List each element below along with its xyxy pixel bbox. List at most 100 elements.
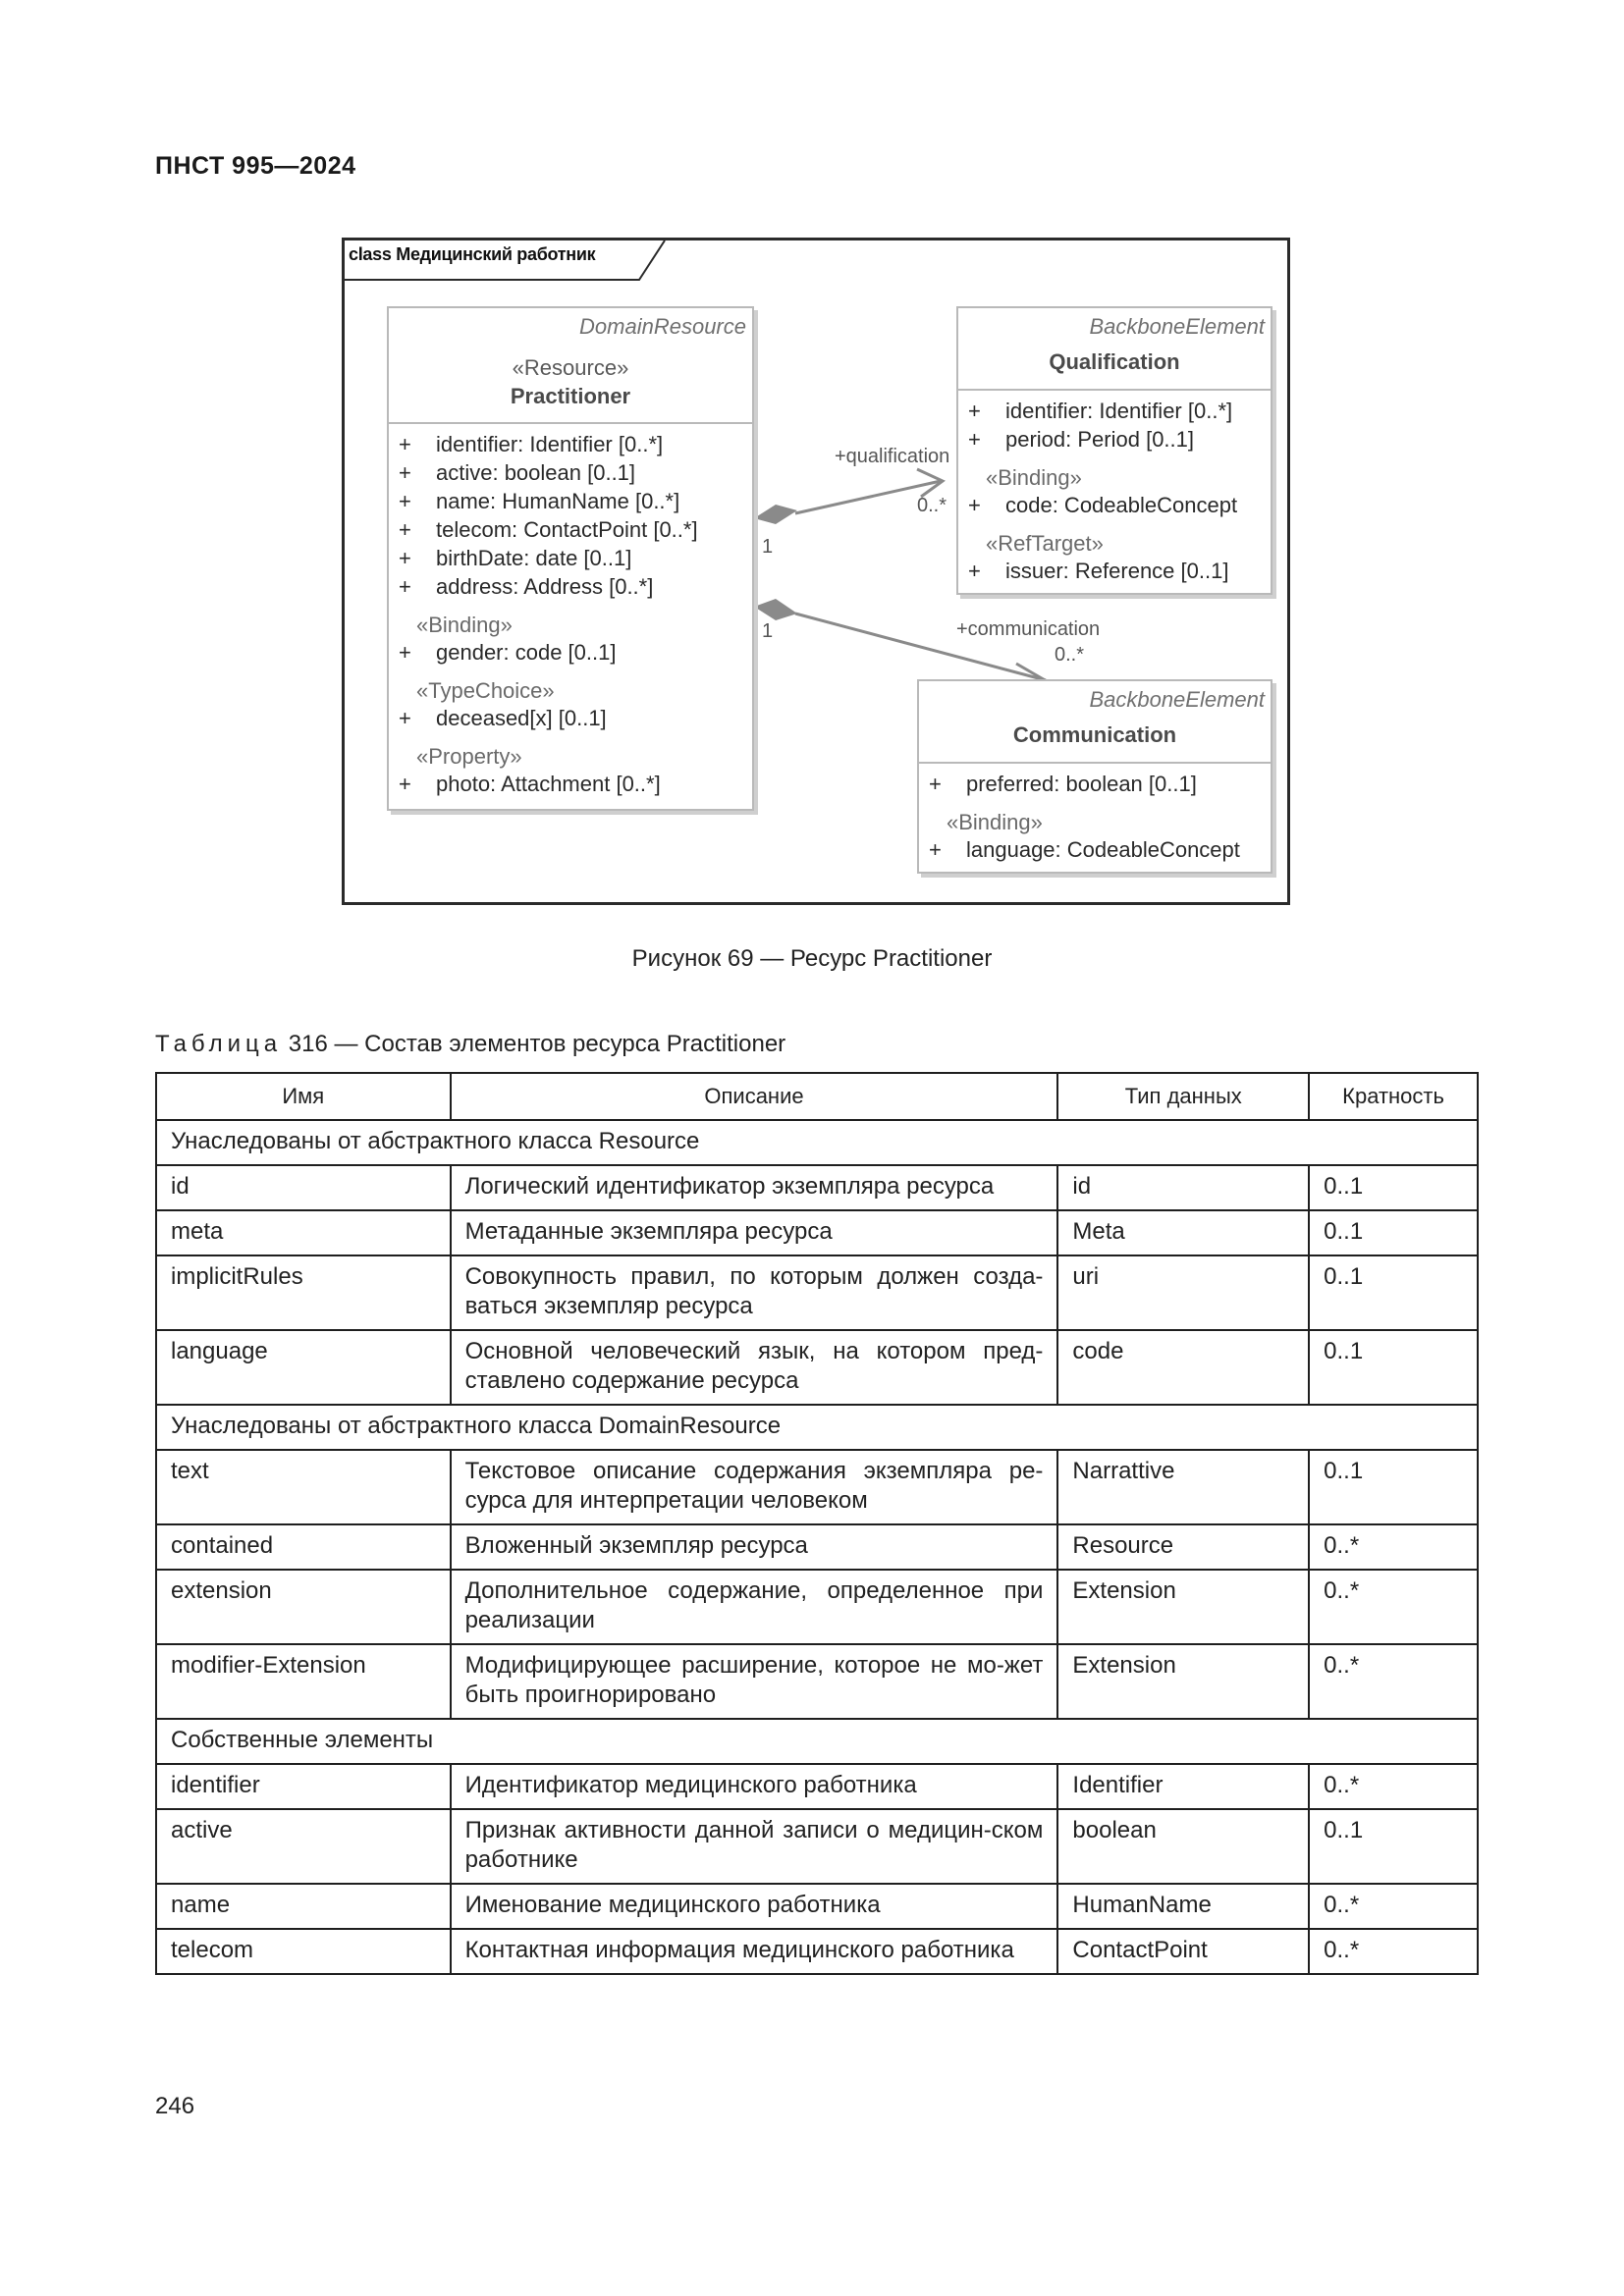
table-row: text Текстовое описание содержания экзем… [155, 1449, 1479, 1525]
qualification-attr: +code: CodeableConcept [968, 493, 1238, 517]
cell-name: telecom [155, 1928, 452, 1975]
typechoice-stereotype: «TypeChoice» [416, 678, 555, 703]
elements-table: Имя Описание Тип данных Кратность Унасле… [155, 1072, 1479, 1975]
cell-name: contained [155, 1523, 452, 1571]
table-row: implicitRules Совокупность правил, по ко… [155, 1255, 1479, 1331]
cell-description: Идентификатор медицинского работника [449, 1763, 1059, 1810]
binding-stereotype: «Binding» [986, 465, 1082, 490]
cell-cardinality: 0..* [1308, 1928, 1479, 1975]
table-header-row: Имя Описание Тип данных Кратность [155, 1072, 1479, 1121]
cell-cardinality: 0..* [1308, 1643, 1479, 1720]
qualification-target-multiplicity: 0..* [917, 495, 947, 516]
cell-datatype: ContactPoint [1056, 1928, 1311, 1975]
practitioner-stereotype: «Resource» [512, 355, 629, 380]
cell-datatype: boolean [1056, 1808, 1311, 1885]
table-row: modifier-Extension Модифицирующее расшир… [155, 1643, 1479, 1720]
column-header-name: Имя [155, 1072, 452, 1121]
cell-cardinality: 0..* [1308, 1763, 1479, 1810]
cell-description: Модифицирующее расширение, которое не мо… [449, 1643, 1059, 1720]
table-row: identifier Идентификатор медицинского ра… [155, 1763, 1479, 1810]
practitioner-attr: +active: boolean [0..1] [399, 460, 636, 485]
cell-datatype: Narrattive [1056, 1449, 1311, 1525]
practitioner-parent: DomainResource [579, 314, 746, 339]
table-row: language Основной человеческий язык, на … [155, 1329, 1479, 1406]
cell-description: Дополнительное содержание, определенное … [449, 1569, 1059, 1645]
cell-name: active [155, 1808, 452, 1885]
qualification-class-name: Qualification [1049, 349, 1180, 374]
qualification-attr: +issuer: Reference [0..1] [968, 559, 1229, 583]
group-row: Унаследованы от абстрактного класса Reso… [155, 1119, 1479, 1166]
cell-name: language [155, 1329, 452, 1406]
cell-cardinality: 0..1 [1308, 1329, 1479, 1406]
qualification-attr: +period: Period [0..1] [968, 427, 1195, 452]
group-title: Унаследованы от абстрактного класса Doma… [155, 1404, 1479, 1451]
table-row: meta Метаданные экземпляра ресурса Meta … [155, 1209, 1479, 1256]
group-title: Собственные элементы [155, 1718, 1479, 1765]
communication-class: BackboneElement Communication +preferred… [917, 679, 1272, 874]
table-row: telecom Контактная информация медицинско… [155, 1928, 1479, 1975]
uml-diagram-frame: class Медицинский работник [342, 238, 1290, 905]
frame-title: class Медицинский работник [349, 244, 596, 264]
table-row: contained Вложенный экземпляр ресурса Re… [155, 1523, 1479, 1571]
cell-datatype: Meta [1056, 1209, 1311, 1256]
table-row: id Логический идентификатор экземпляра р… [155, 1164, 1479, 1211]
cell-description: Текстовое описание содержания экземпляра… [449, 1449, 1059, 1525]
cell-name: id [155, 1164, 452, 1211]
table-row: extension Дополнительное содержание, опр… [155, 1569, 1479, 1645]
communication-attr: +preferred: boolean [0..1] [929, 772, 1197, 796]
cell-description: Совокупность правил, по которым должен с… [449, 1255, 1059, 1331]
table-caption-word: Таблица [155, 1031, 283, 1057]
cell-name: implicitRules [155, 1255, 452, 1331]
practitioner-attr: +photo: Attachment [0..*] [399, 772, 661, 796]
reftarget-stereotype: «RefTarget» [986, 531, 1104, 556]
property-stereotype: «Property» [416, 744, 522, 769]
cell-description: Именование медицинского работника [449, 1883, 1059, 1930]
communication-class-name: Communication [1012, 722, 1177, 747]
qualification-source-multiplicity: 1 [762, 536, 774, 558]
column-header-description: Описание [449, 1072, 1059, 1121]
cell-cardinality: 0..* [1308, 1569, 1479, 1645]
binding-stereotype: «Binding» [947, 810, 1043, 834]
communication-source-multiplicity: 1 [762, 620, 774, 642]
qualification-role-label: +qualification [835, 446, 950, 467]
group-row: Собственные элементы [155, 1718, 1479, 1765]
practitioner-class: DomainResource «Resource» Practitioner +… [387, 306, 754, 811]
cell-cardinality: 0..1 [1308, 1449, 1479, 1525]
column-header-datatype: Тип данных [1056, 1072, 1311, 1121]
column-header-cardinality: Кратность [1308, 1072, 1479, 1121]
cell-name: extension [155, 1569, 452, 1645]
qualification-class-header: BackboneElement Qualification [958, 308, 1271, 391]
practitioner-attr: +telecom: ContactPoint [0..*] [399, 517, 698, 542]
document-header: ПНСТ 995—2024 [155, 152, 356, 180]
cell-datatype: Extension [1056, 1569, 1311, 1645]
page-number: 246 [155, 2093, 195, 2119]
cell-description: Признак активности данной записи о медиц… [449, 1808, 1059, 1885]
practitioner-attr: +deceased[x] [0..1] [399, 706, 607, 730]
practitioner-attr: +gender: code [0..1] [399, 640, 617, 665]
practitioner-attr: +identifier: Identifier [0..*] [399, 432, 664, 456]
table-row: name Именование медицинского работника H… [155, 1883, 1479, 1930]
cell-name: name [155, 1883, 452, 1930]
cell-name: text [155, 1449, 452, 1525]
frame-tab-outline [345, 240, 666, 281]
binding-stereotype: «Binding» [416, 613, 513, 637]
communication-target-multiplicity: 0..* [1055, 644, 1085, 666]
cell-cardinality: 0..1 [1308, 1808, 1479, 1885]
communication-role-label: +communication [956, 618, 1101, 640]
practitioner-attr: +address: Address [0..*] [399, 574, 654, 599]
cell-cardinality: 0..1 [1308, 1255, 1479, 1331]
cell-cardinality: 0..* [1308, 1523, 1479, 1571]
communication-attr: +language: CodeableConcept [929, 837, 1240, 862]
table-caption-text: 316 — Состав элементов ресурса Practitio… [282, 1031, 786, 1057]
cell-description: Контактная информация медицинского работ… [449, 1928, 1059, 1975]
cell-cardinality: 0..* [1308, 1883, 1479, 1930]
table-row: active Признак активности данной записи … [155, 1808, 1479, 1885]
figure-caption: Рисунок 69 — Ресурс Practitioner [631, 945, 993, 972]
cell-name: meta [155, 1209, 452, 1256]
cell-cardinality: 0..1 [1308, 1164, 1479, 1211]
cell-description: Метаданные экземпляра ресурса [449, 1209, 1059, 1256]
group-title: Унаследованы от абстрактного класса Reso… [155, 1119, 1479, 1166]
cell-description: Вложенный экземпляр ресурса [449, 1523, 1059, 1571]
qualification-parent: BackboneElement [1089, 314, 1265, 339]
cell-datatype: Resource [1056, 1523, 1311, 1571]
